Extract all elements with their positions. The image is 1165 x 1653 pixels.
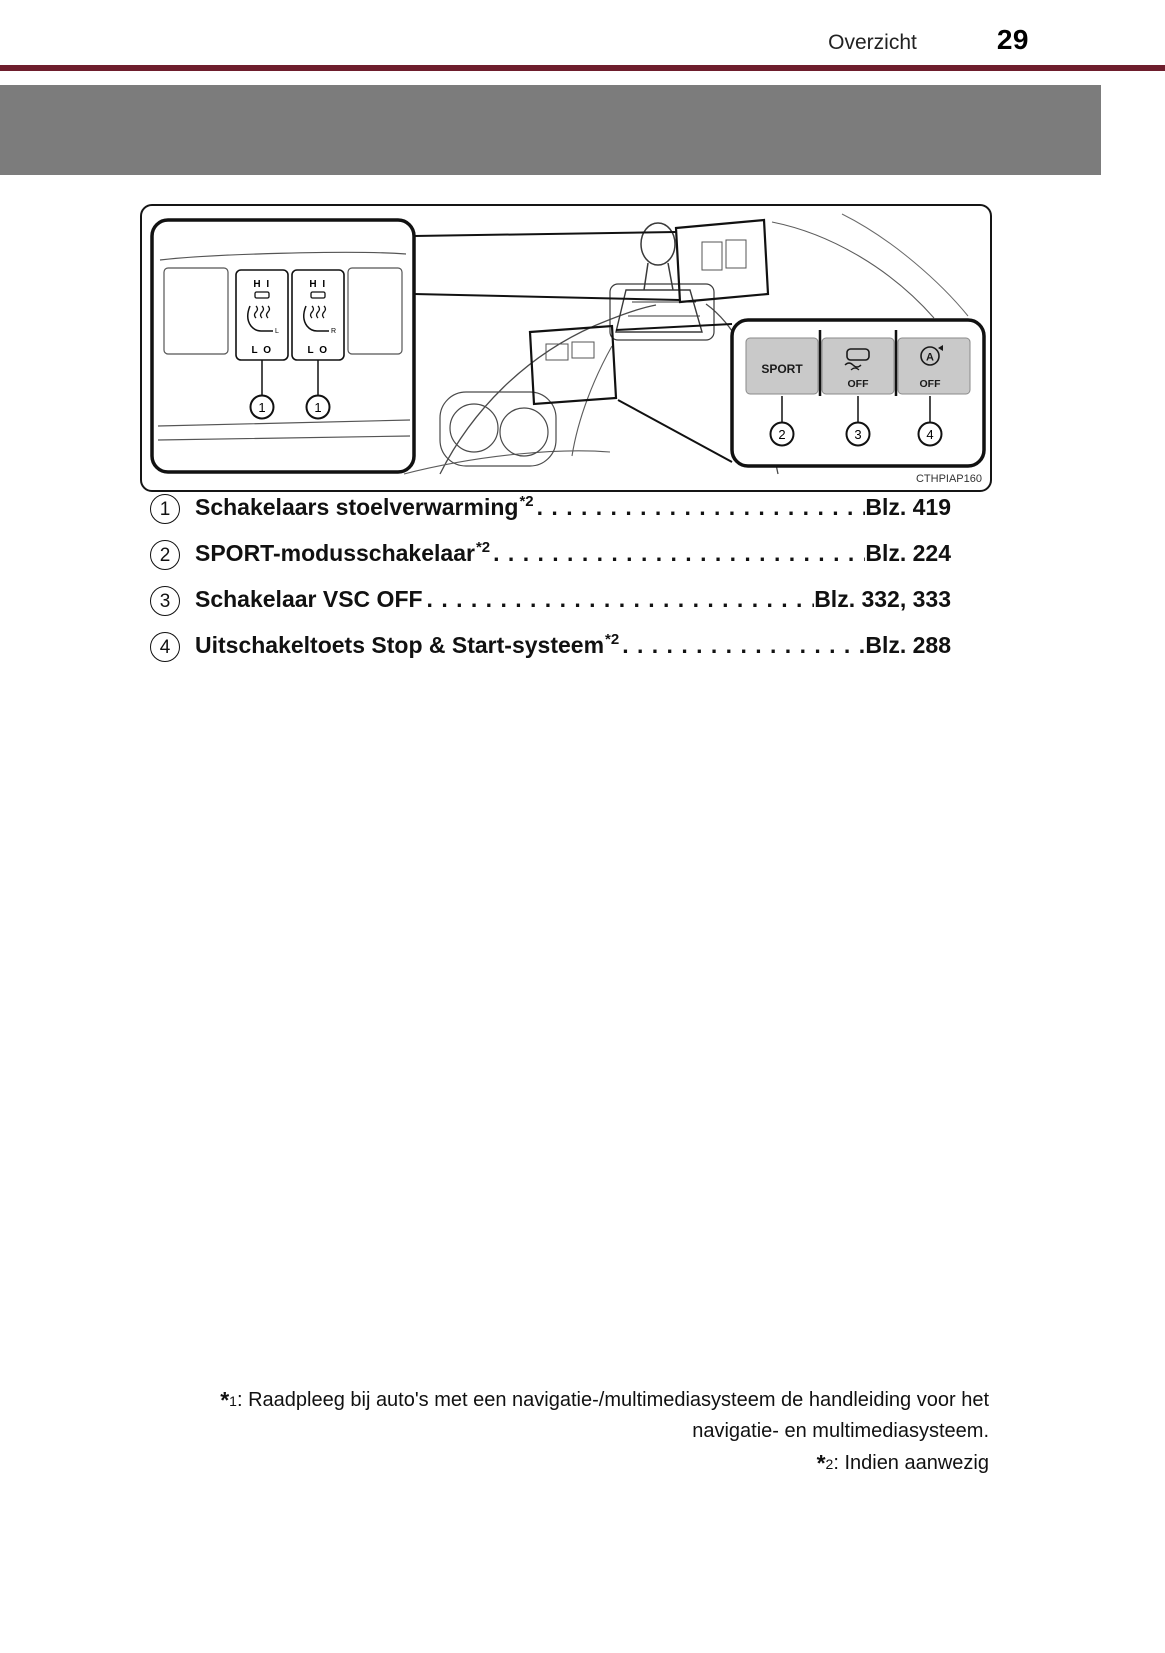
stop-start-icon: A xyxy=(920,345,943,366)
legend-item: 4 Uitschakeltoets Stop & Start-systeem*2… xyxy=(150,624,951,670)
seat-side-label: R xyxy=(331,328,336,335)
legend-label: Schakelaar VSC OFF xyxy=(195,586,423,612)
svg-text:1: 1 xyxy=(258,400,265,415)
sport-button-label: SPORT xyxy=(761,362,803,376)
vsc-off-button xyxy=(821,337,895,395)
seat-side-label: L xyxy=(275,328,279,335)
gear-shifter-sketch xyxy=(609,222,715,341)
dot-leader: . . . . . . . . . . . . . . . . . . . . … xyxy=(622,632,866,658)
legend-number-badge: 4 xyxy=(150,632,180,662)
legend-item: 2 SPORT-modusschakelaar*2 . . . . . . . … xyxy=(150,532,951,578)
stop-start-off-label: OFF xyxy=(920,378,942,390)
footnote-ref: *2 xyxy=(519,493,534,510)
legend-item: 3 Schakelaar VSC OFF . . . . . . . . . .… xyxy=(150,578,951,624)
console-figure: H I L L O H I xyxy=(140,204,992,492)
zoom-highlight-left xyxy=(674,218,770,304)
legend-number-badge: 3 xyxy=(150,586,180,616)
zoom-line xyxy=(413,231,677,237)
svg-text:2: 2 xyxy=(778,427,785,442)
svg-text:1: 1 xyxy=(314,400,321,415)
legend-label: Uitschakeltoets Stop & Start-systeem*2 xyxy=(195,631,620,658)
callout-1-marker: 1 xyxy=(305,360,331,420)
lo-label: L O xyxy=(308,345,329,356)
legend-list: 1 Schakelaars stoelverwarming*2 . . . . … xyxy=(150,486,951,670)
dot-leader: . . . . . . . . . . . . . . . . . . . . … xyxy=(536,494,866,520)
legend-page-ref: Blz. 419 xyxy=(865,494,951,520)
chapter-gray-band xyxy=(0,85,1101,175)
zoom-line xyxy=(413,293,681,301)
footnote-ref: *2 xyxy=(475,539,491,556)
asterisk-icon: * xyxy=(220,1387,230,1413)
sport-button xyxy=(745,337,819,395)
legend-page-ref: Blz. 288 xyxy=(865,632,951,658)
seat-heater-icon xyxy=(303,305,329,332)
footnote-2: *2: Indien aanwezig xyxy=(816,1450,989,1476)
figure-code: CTHPIAP160 xyxy=(916,473,982,485)
legend-number-badge: 1 xyxy=(150,494,180,524)
footnotes: *1: Raadpleeg bij auto's met een navigat… xyxy=(49,1383,989,1479)
legend-page-ref: Blz. 332, 333 xyxy=(814,586,951,612)
section-title: Overzicht xyxy=(828,31,917,54)
footnote-1-line-1: *1: Raadpleeg bij auto's met een navigat… xyxy=(220,1387,989,1413)
vsc-off-label: OFF xyxy=(848,378,870,390)
footnote-ref: *2 xyxy=(605,631,620,648)
left-inset-panel: H I L L O H I xyxy=(150,218,416,474)
hi-label: H I xyxy=(253,279,270,290)
cupholder-sketch xyxy=(439,391,557,467)
callout-1-marker: 1 xyxy=(249,360,275,420)
right-inset-panel: SPORT OFF A OFF 2 xyxy=(730,318,986,468)
zoom-line xyxy=(615,323,733,331)
header-rule xyxy=(0,65,1165,71)
hi-indicator xyxy=(310,291,326,299)
svg-text:A: A xyxy=(926,352,934,364)
callout-2-marker: 2 xyxy=(769,396,795,447)
asterisk-icon: * xyxy=(816,1450,826,1476)
hi-label: H I xyxy=(309,279,326,290)
legend-item: 1 Schakelaars stoelverwarming*2 . . . . … xyxy=(150,486,951,532)
callout-3-marker: 3 xyxy=(845,396,871,447)
svg-text:3: 3 xyxy=(854,427,861,442)
legend-label: SPORT-modusschakelaar*2 xyxy=(195,539,491,566)
legend-page-ref: Blz. 224 xyxy=(865,540,951,566)
legend-label: Schakelaars stoelverwarming*2 xyxy=(195,493,534,520)
zoom-highlight-right xyxy=(528,324,618,406)
stop-start-button xyxy=(897,337,971,395)
vsc-off-icon xyxy=(844,348,870,371)
callout-4-marker: 4 xyxy=(917,396,943,447)
dot-leader: . . . . . . . . . . . . . . . . . . . . … xyxy=(493,540,865,566)
console-figure-svg: H I L L O H I xyxy=(150,213,986,485)
lo-label: L O xyxy=(252,345,273,356)
page-number: 29 xyxy=(996,24,1029,55)
svg-text:4: 4 xyxy=(926,427,933,442)
dot-leader: . . . . . . . . . . . . . . . . . . . . … xyxy=(426,586,815,612)
page-header: Overzicht 29 xyxy=(0,24,1029,56)
zoom-line xyxy=(617,399,733,463)
legend-number-badge: 2 xyxy=(150,540,180,570)
hi-indicator xyxy=(254,291,270,299)
footnote-1-line-2: navigatie- en multimediasysteem. xyxy=(692,1420,989,1442)
seat-heater-icon xyxy=(247,305,273,332)
